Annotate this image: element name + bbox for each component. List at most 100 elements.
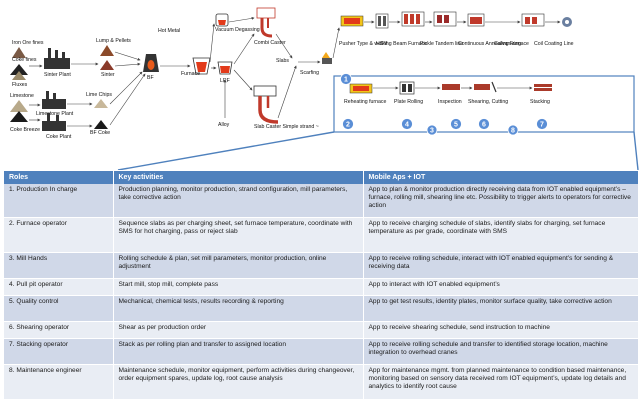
step-8-marker: 8: [507, 124, 519, 136]
galvanizing-label: Galvanizing: [494, 41, 521, 47]
coke-fines-label: Coke fines: [12, 57, 37, 63]
limestone-pile-icon: [10, 100, 28, 112]
scarfing-label: Scarfing: [300, 70, 319, 76]
process-flow-diagram: Iron Ore fines Coke fines Fluxes Limesto…: [10, 7, 639, 170]
iron-ore-fines-label: Iron Ore fines: [12, 40, 44, 46]
coke-breeze-label: Coke Breeze: [10, 127, 40, 133]
activities-cell: Maintenance schedule, monitor equipment,…: [113, 364, 364, 400]
activities-cell: Production planning, monitor production,…: [113, 184, 364, 218]
svg-text:4: 4: [405, 122, 409, 129]
bf-coke-label: BF Coke: [90, 130, 110, 136]
coke-breeze-pile-icon: [10, 111, 28, 122]
lump-pellets-label: Lump & Pellets: [96, 38, 131, 44]
coke-plant-label: Coke Plant: [46, 134, 72, 140]
mobile-cell: App for maintenance mgmt. from planned m…: [363, 364, 639, 400]
table-row: 3. Mill Hands Rolling schedule & plan, s…: [4, 252, 639, 279]
svg-text:7: 7: [540, 122, 544, 129]
table-header-row: Roles Key activities Mobile Aps + IOT: [4, 171, 639, 184]
bf-label: BF: [147, 75, 154, 81]
coil-icon: [562, 17, 572, 27]
annealing-label: Continuous Annealing Furnace: [458, 41, 529, 47]
limestone-label: Limestone: [10, 93, 34, 99]
svg-text:8: 8: [511, 128, 515, 135]
sinter-plant-label: Sinter Plant: [44, 72, 71, 78]
role-cell: 2. Furnace operator: [4, 217, 114, 253]
mobile-cell: App to plan & monitor production directl…: [363, 184, 639, 218]
header-mobile-apps-iot: Mobile Aps + IOT: [363, 171, 639, 184]
svg-text:1: 1: [344, 77, 348, 84]
table-row: 2. Furnace operator Sequence slabs as pe…: [4, 217, 639, 253]
reheating-label: Reheating furnace: [344, 99, 387, 105]
shearing-icon: [474, 81, 497, 93]
activities-cell: Rolling schedule & plan, set mill parame…: [113, 252, 364, 279]
activities-cell: Stack as per rolling plan and transfer t…: [113, 338, 364, 365]
slab-caster-label: Slab Caster Simple strand ~: [254, 124, 319, 130]
mobile-cell: App to interact with IOT enabled equipme…: [363, 278, 639, 296]
mobile-cell: App to receive shearing schedule, send i…: [363, 321, 639, 339]
plate-mill-highlight-box: [333, 75, 635, 133]
role-cell: 7. Stacking operator: [4, 338, 114, 365]
role-cell: 8. Maintenance engineer: [4, 364, 114, 400]
bf-coke-pile-icon: [94, 120, 108, 129]
fluxes-label: Fluxes: [12, 82, 28, 88]
svg-text:6: 6: [482, 122, 486, 129]
limestone-plant-label: Limestone Plant: [36, 111, 74, 117]
sinter-plant-icon: [44, 48, 70, 69]
pusher-furnace-icon: [340, 15, 364, 27]
sinter-label: Sinter: [101, 72, 115, 78]
alloy-label: Alloy: [218, 122, 230, 128]
pickle-tandem-label: Pickle Tandem line: [420, 41, 463, 47]
limestone-plant-icon: [42, 91, 66, 109]
step-7-marker: 7: [536, 118, 548, 130]
activities-cell: Shear as per production order: [113, 321, 364, 339]
blast-furnace-icon: [143, 54, 159, 72]
coke-plant-icon: [42, 113, 66, 131]
role-cell: 5. Quality control: [4, 295, 114, 322]
lump-pellets-pile-icon: [100, 45, 114, 56]
inspection-label: Inspection: [438, 99, 462, 105]
activities-cell: Mechanical, chemical tests, results reco…: [113, 295, 364, 322]
svg-text:5: 5: [454, 122, 458, 129]
table-row: 8. Maintenance engineer Maintenance sche…: [4, 364, 639, 400]
vacuum-degassing-icon: [215, 13, 229, 27]
reheating-furnace-icon: [349, 83, 373, 94]
annealing-icon: [433, 11, 457, 27]
vacuum-degassing-label: Vacuum Degassing: [215, 27, 260, 33]
pickle-tandem-icon: [401, 11, 425, 27]
header-roles: Roles: [4, 171, 114, 184]
step-3-marker: 3: [426, 124, 438, 136]
lime-chips-label: Lime Chips: [86, 92, 112, 98]
mobile-cell: App to receive rolling schedule, interac…: [363, 252, 639, 279]
plate-rolling-icon: [399, 81, 415, 95]
callout-line-right: [633, 131, 639, 170]
hot-metal-label: Hot Metal: [158, 28, 180, 34]
table-row: 7. Stacking operator Stack as per rollin…: [4, 338, 639, 365]
lrf-icon: [217, 61, 233, 75]
combi-caster-icon: [256, 7, 276, 38]
furnace-icon: [192, 57, 211, 75]
stacking-label: Stacking: [530, 99, 550, 105]
roles-table: Roles Key activities Mobile Aps + IOT 1.…: [4, 171, 639, 400]
plate-rolling-label: Plate Rolling: [394, 99, 423, 105]
table-row: 4. Pull pit operator Start mill, stop mi…: [4, 278, 639, 296]
role-cell: 3. Mill Hands: [4, 252, 114, 279]
lime-chips-pile-icon: [94, 99, 108, 108]
role-cell: 6. Shearing operator: [4, 321, 114, 339]
hsm-icon: [375, 13, 389, 29]
header-key-activities: Key activities: [113, 171, 364, 184]
coil-coating-label: Coil Coating Line: [534, 41, 574, 47]
pusher-furnace-label: Pusher Type & walking Beam Furnace: [339, 41, 427, 47]
slab-caster-icon: [253, 85, 279, 124]
svg-text:2: 2: [346, 122, 350, 129]
table-row: 5. Quality control Mechanical, chemical …: [4, 295, 639, 322]
hsm-label: HSM: [376, 41, 388, 47]
step-1-marker: 1: [340, 73, 352, 85]
svg-text:3: 3: [430, 128, 434, 135]
step-6-marker: 6: [478, 118, 490, 130]
inspection-icon: [442, 84, 460, 90]
sinter-pile-icon: [100, 60, 114, 70]
mobile-cell: App to get test results, identity plates…: [363, 295, 639, 322]
slabs-label: Slabs: [276, 58, 289, 64]
step-2-marker: 2: [342, 118, 354, 130]
role-cell: 1. Production In charge: [4, 184, 114, 218]
